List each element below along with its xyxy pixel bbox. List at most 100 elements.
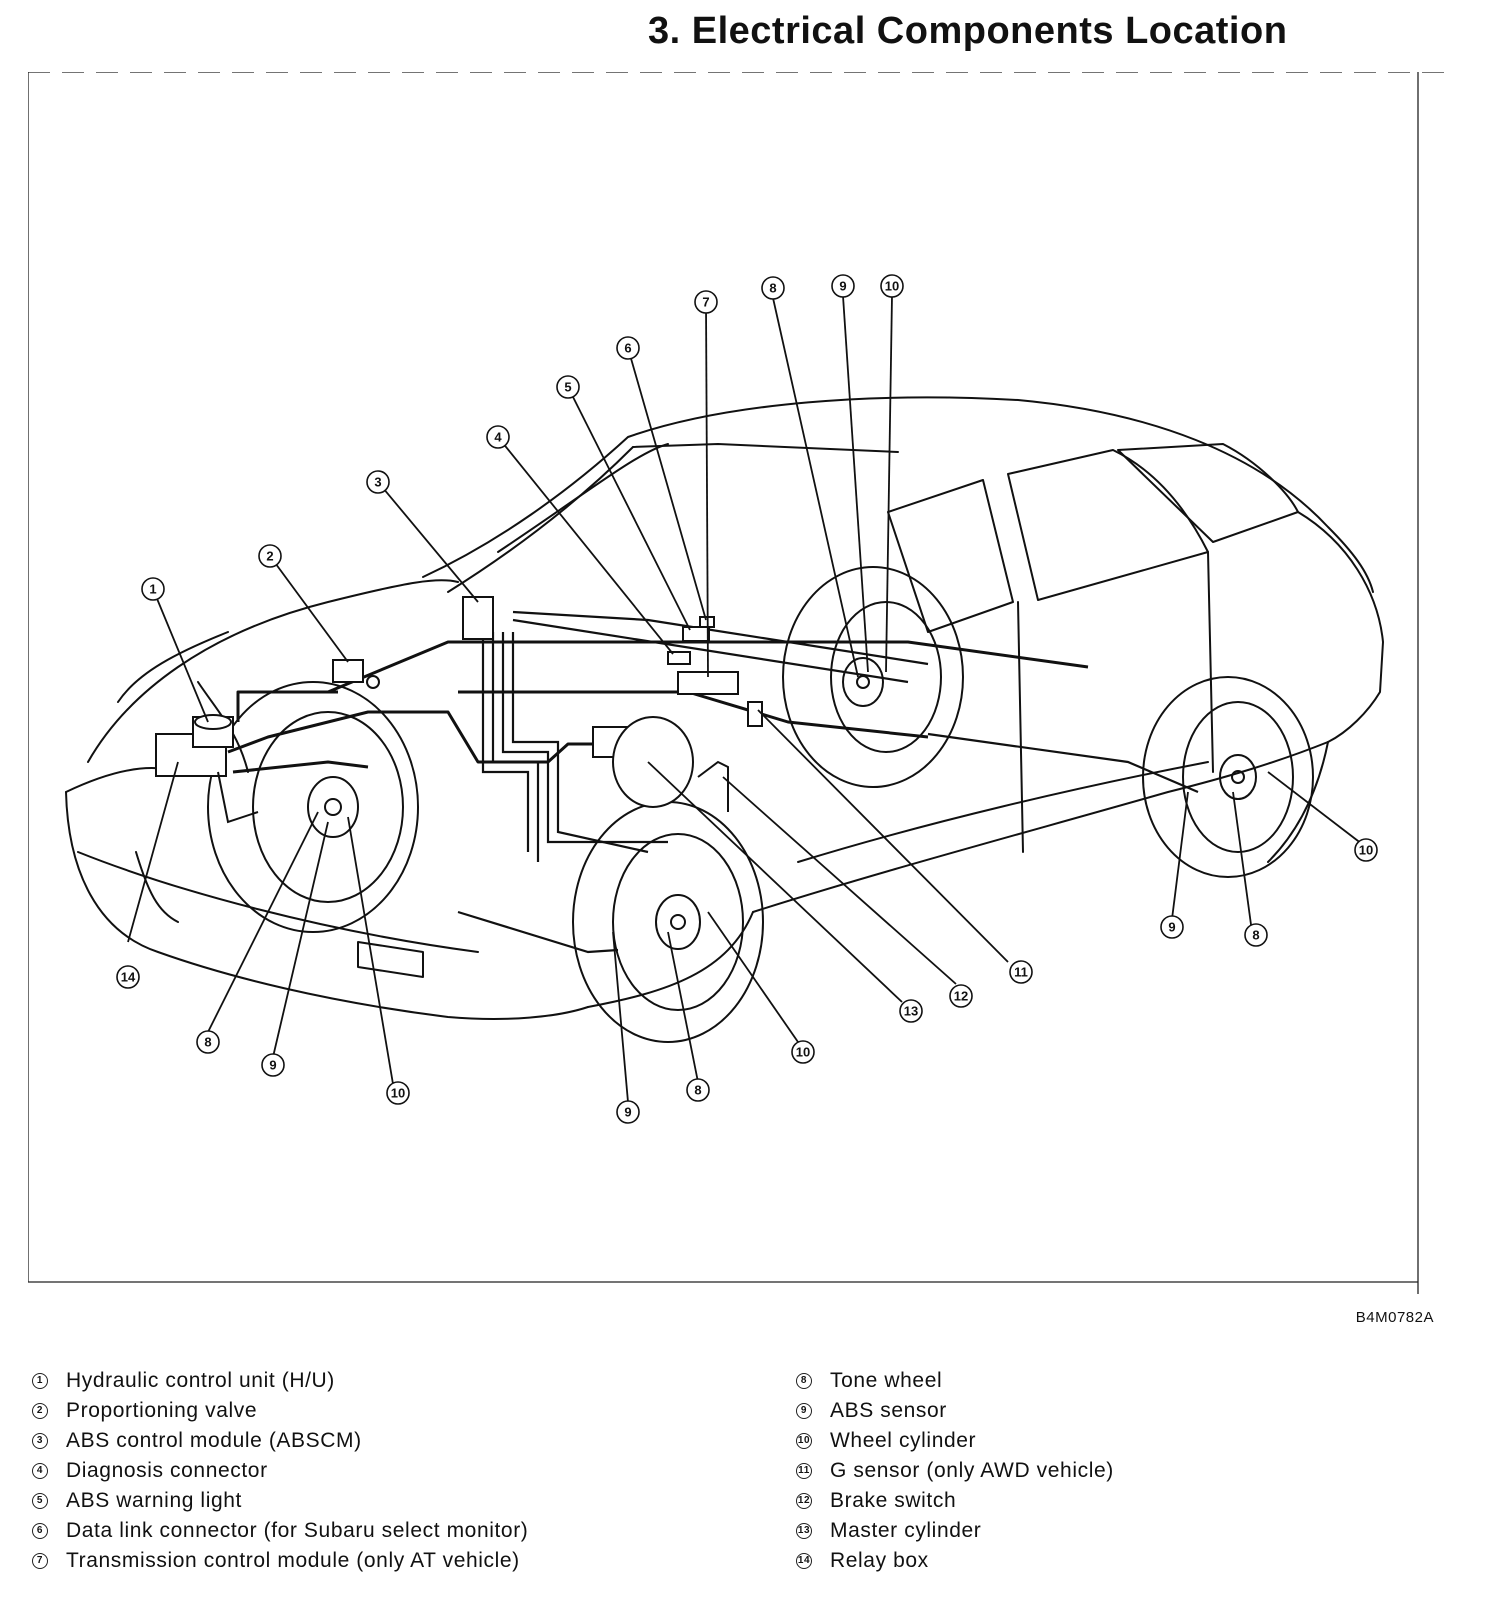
car-diagram: 1 2 3 4 5 6 7 8 9 10 8 9 10 10 9 8 11 12… [28, 72, 1452, 1294]
callout-8-top: 8 [761, 276, 785, 300]
callout-10-fr: 10 [791, 1040, 815, 1064]
legend-item: 1 Hydraulic control unit (H/U) [32, 1366, 528, 1396]
legend-number: 3 [32, 1433, 48, 1449]
callout-10-top: 10 [880, 274, 904, 298]
callout-1-label: 1 [149, 582, 156, 597]
callout-14-label: 14 [121, 970, 136, 985]
callout-10-fl-label: 10 [391, 1086, 405, 1101]
legend-number: 10 [796, 1433, 812, 1449]
callout-5: 5 [556, 375, 580, 399]
callout-10-rr-label: 10 [1359, 843, 1373, 858]
callout-7-label: 7 [702, 295, 709, 310]
legend-item: 14 Relay box [796, 1546, 1114, 1576]
legend-item: 7 Transmission control module (only AT ve… [32, 1546, 528, 1576]
callout-14: 14 [116, 965, 140, 989]
legend-text: Tone wheel [830, 1369, 943, 1392]
legend-number: 13 [796, 1523, 812, 1539]
car-diagram-figure: 1 2 3 4 5 6 7 8 9 10 8 9 10 10 9 8 11 12… [28, 72, 1452, 1334]
legend-item: 5 ABS warning light [32, 1486, 528, 1516]
legend-number: 14 [796, 1553, 812, 1569]
legend-item: 12 Brake switch [796, 1486, 1114, 1516]
brake-lines [227, 640, 1089, 774]
legend-text: Brake switch [830, 1489, 957, 1512]
callout-1: 1 [141, 577, 165, 601]
legend-number: 8 [796, 1373, 812, 1389]
callout-9-top: 9 [831, 274, 855, 298]
callout-2-label: 2 [266, 549, 273, 564]
callout-8-rr-label: 8 [1252, 928, 1259, 943]
legend-number: 12 [796, 1493, 812, 1509]
callout-10-rr: 10 [1354, 838, 1378, 862]
legend-number: 9 [796, 1403, 812, 1419]
callout-4: 4 [486, 425, 510, 449]
callouts: 1 2 3 4 5 6 7 8 9 10 8 9 10 10 9 8 11 12… [116, 274, 1378, 1124]
legend-item: 9 ABS sensor [796, 1396, 1114, 1426]
legend-item: 4 Diagnosis connector [32, 1456, 528, 1486]
callout-8-fr-label: 8 [694, 1083, 701, 1098]
callout-11-label: 11 [1014, 965, 1028, 980]
legend-item: 10 Wheel cylinder [796, 1426, 1114, 1456]
callout-2: 2 [258, 544, 282, 568]
legend-text: Diagnosis connector [66, 1459, 268, 1482]
front-left-wheel [207, 681, 419, 933]
legend-text: Transmission control module (only AT veh… [66, 1549, 520, 1572]
legend-number: 5 [32, 1493, 48, 1509]
callout-13-label: 13 [904, 1004, 918, 1019]
harness [457, 610, 1199, 954]
legend-number: 2 [32, 1403, 48, 1419]
legend-number: 4 [32, 1463, 48, 1479]
legend-text: Hydraulic control unit (H/U) [66, 1369, 335, 1392]
legend-left: 1 Hydraulic control unit (H/U) 2 Proportio… [32, 1366, 528, 1576]
callout-9-fl: 9 [261, 1053, 285, 1077]
legend-item: 11 G sensor (only AWD vehicle) [796, 1456, 1114, 1486]
legend-number: 6 [32, 1523, 48, 1539]
callout-6-label: 6 [624, 341, 631, 356]
legend-text: Data link connector (for Subaru select m… [66, 1519, 529, 1542]
callout-4-label: 4 [494, 430, 502, 445]
legend-number: 7 [32, 1553, 48, 1569]
callout-8-top-label: 8 [769, 281, 776, 296]
callout-10-top-label: 10 [885, 279, 899, 294]
callout-8-fl-label: 8 [204, 1035, 211, 1050]
car-body-outline [65, 396, 1384, 1020]
callout-7: 7 [694, 290, 718, 314]
callout-5-label: 5 [564, 380, 571, 395]
legend-text: G sensor (only AWD vehicle) [830, 1459, 1114, 1482]
callout-9-fr-label: 9 [624, 1105, 631, 1120]
callout-10-fr-label: 10 [796, 1045, 810, 1060]
callout-8-fl: 8 [196, 1030, 220, 1054]
callout-12-label: 12 [954, 989, 968, 1004]
leader-lines [127, 295, 1363, 1103]
legend-text: Master cylinder [830, 1519, 982, 1542]
callout-8-fr: 8 [686, 1078, 710, 1102]
legend-text: ABS warning light [66, 1489, 242, 1512]
callout-3: 3 [366, 470, 390, 494]
callout-12: 12 [949, 984, 973, 1008]
rear-right-wheel [1142, 676, 1314, 878]
legend-right: 8 Tone wheel 9 ABS sensor 10 Wheel cylinder… [796, 1366, 1114, 1576]
callout-9-rr-label: 9 [1168, 920, 1175, 935]
callout-9-fr: 9 [616, 1100, 640, 1124]
callout-9-rr: 9 [1160, 915, 1184, 939]
legend-text: ABS sensor [830, 1399, 947, 1422]
legend-item: 8 Tone wheel [796, 1366, 1114, 1396]
legend-text: ABS control module (ABSCM) [66, 1429, 362, 1452]
legend-item: 3 ABS control module (ABSCM) [32, 1426, 528, 1456]
page-title: 3. Electrical Components Location [648, 10, 1288, 52]
figure-id: B4M0782A [1355, 1309, 1434, 1326]
callout-13: 13 [899, 999, 923, 1023]
callout-3-label: 3 [374, 475, 381, 490]
callout-8-rr: 8 [1244, 923, 1268, 947]
legend-text: Wheel cylinder [830, 1429, 977, 1452]
callout-9-top-label: 9 [839, 279, 846, 294]
legend-item: 13 Master cylinder [796, 1516, 1114, 1546]
callout-6: 6 [616, 336, 640, 360]
legend-number: 1 [32, 1373, 48, 1389]
legend-item: 6 Data link connector (for Subaru select … [32, 1516, 528, 1546]
legend-number: 11 [796, 1463, 812, 1479]
callout-11: 11 [1009, 960, 1033, 984]
legend-text: Proportioning valve [66, 1399, 258, 1422]
legend-item: 2 Proportioning valve [32, 1396, 528, 1426]
front-right-wheel [572, 801, 764, 1043]
legend-text: Relay box [830, 1549, 929, 1572]
